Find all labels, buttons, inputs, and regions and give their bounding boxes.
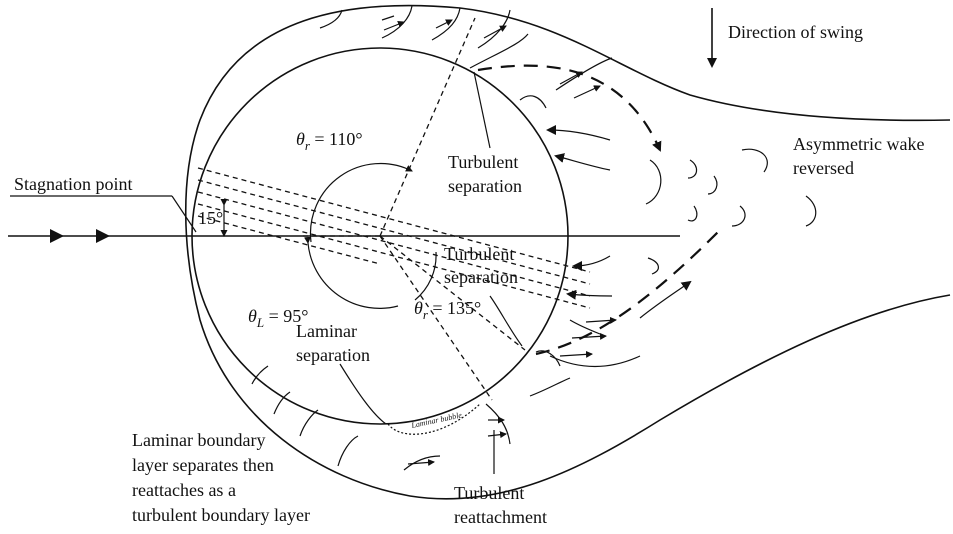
angle-15-label: 15°	[198, 208, 223, 228]
turbulent-reattachment-label-1: Turbulent	[454, 483, 524, 503]
asymmetric-wake-label-1: Asymmetric wake	[793, 134, 924, 154]
outer-envelope	[184, 4, 951, 500]
laminar-boundary-label-2: layer separates then	[132, 455, 274, 475]
seam-dashed-lines	[197, 167, 591, 309]
stagnation-point-label: Stagnation point	[14, 174, 133, 194]
laminar-boundary-label-4: turbulent boundary layer	[132, 505, 310, 525]
leader-lines	[10, 71, 523, 474]
upper-velocity-profiles	[319, 5, 613, 109]
lower-velocity-profiles	[251, 316, 641, 471]
turbulent-separation-top-label-2: separation	[448, 176, 522, 196]
turbulent-separation-top-label-1: Turbulent	[448, 152, 518, 172]
direction-of-swing-label: Direction of swing	[728, 22, 863, 42]
ball-circle	[191, 47, 569, 425]
angle-arcs	[303, 162, 437, 309]
turbulent-separation-bottom-label-2: separation	[444, 267, 518, 287]
angle-15-indicator: 15°	[198, 199, 228, 237]
laminar-bubble-label: Laminar bubble	[410, 410, 464, 430]
laminar-boundary-label-1: Laminar boundary	[132, 430, 265, 450]
radial-dashed-lines	[300, 17, 526, 401]
theta-r-135-label: θr = 135°	[414, 298, 481, 322]
turbulent-reattachment-label-2: reattachment	[454, 507, 547, 527]
laminar-separation-label-2: separation	[296, 345, 370, 365]
laminar-separation-label-1: Laminar	[296, 321, 357, 341]
theta-l-95-label: θL = 95°	[248, 306, 308, 330]
asymmetric-wake-label-2: reversed	[793, 158, 854, 178]
theta-r-110-label: θr = 110°	[296, 129, 363, 153]
laminar-boundary-label-3: reattaches as a	[132, 480, 236, 500]
wake-flow	[477, 64, 721, 356]
turbulent-separation-bottom-label-1: Turbulent	[444, 244, 514, 264]
wake-vortices	[645, 148, 817, 275]
